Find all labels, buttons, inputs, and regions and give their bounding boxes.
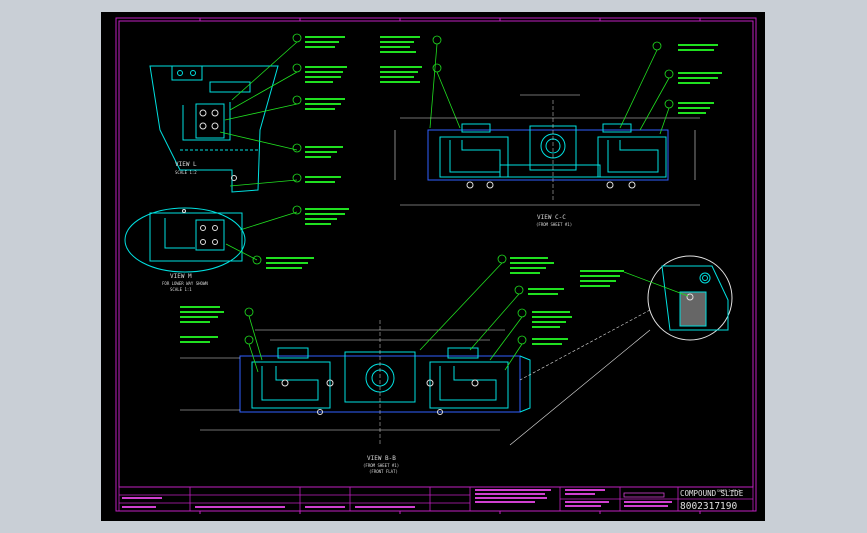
view-bb-drawing[interactable]	[180, 320, 531, 445]
view-l-callouts	[219, 33, 461, 231]
view-bb-callouts	[244, 254, 527, 373]
view-l-scale: SCALE 1:2	[175, 170, 197, 175]
drawing-number: 8002317190	[680, 501, 737, 512]
drawing-canvas	[101, 12, 765, 521]
view-cc-drawing[interactable]	[394, 94, 700, 206]
view-m-scale: SCALE 1:1	[170, 287, 192, 292]
view-l-drawing[interactable]	[149, 65, 279, 193]
view-bb-note-text	[180, 257, 572, 345]
view-cc-note-text	[678, 44, 722, 114]
view-m-callout	[225, 243, 314, 269]
view-bb-title: VIEW B-B	[367, 455, 396, 462]
view-bb-subtitle: (FROM SHEET #1)	[363, 463, 399, 468]
drawing-title: COMPOUND SLIDE	[680, 489, 744, 498]
title-block	[118, 486, 754, 512]
view-bb-note: (FRONT FLAT)	[369, 469, 398, 474]
title-block-text-marks	[122, 489, 672, 508]
detail-note-text	[580, 270, 689, 297]
view-l-title: VIEW L	[175, 161, 197, 168]
view-m-subtitle: FOR LOWER WAY SHOWN	[162, 281, 208, 286]
sheet-number-label: SHEET 2 OF 2	[717, 489, 740, 493]
view-m-drawing[interactable]	[124, 207, 246, 273]
view-m-title: VIEW M	[170, 273, 192, 280]
view-cc-subtitle: (FROM SHEET #1)	[536, 222, 572, 227]
zone-markers	[199, 18, 701, 514]
view-cc-title: VIEW C-C	[537, 214, 566, 221]
detail-view-circle[interactable]	[509, 255, 733, 446]
view-l-note-text	[305, 36, 422, 225]
view-cc-callouts	[619, 41, 674, 135]
